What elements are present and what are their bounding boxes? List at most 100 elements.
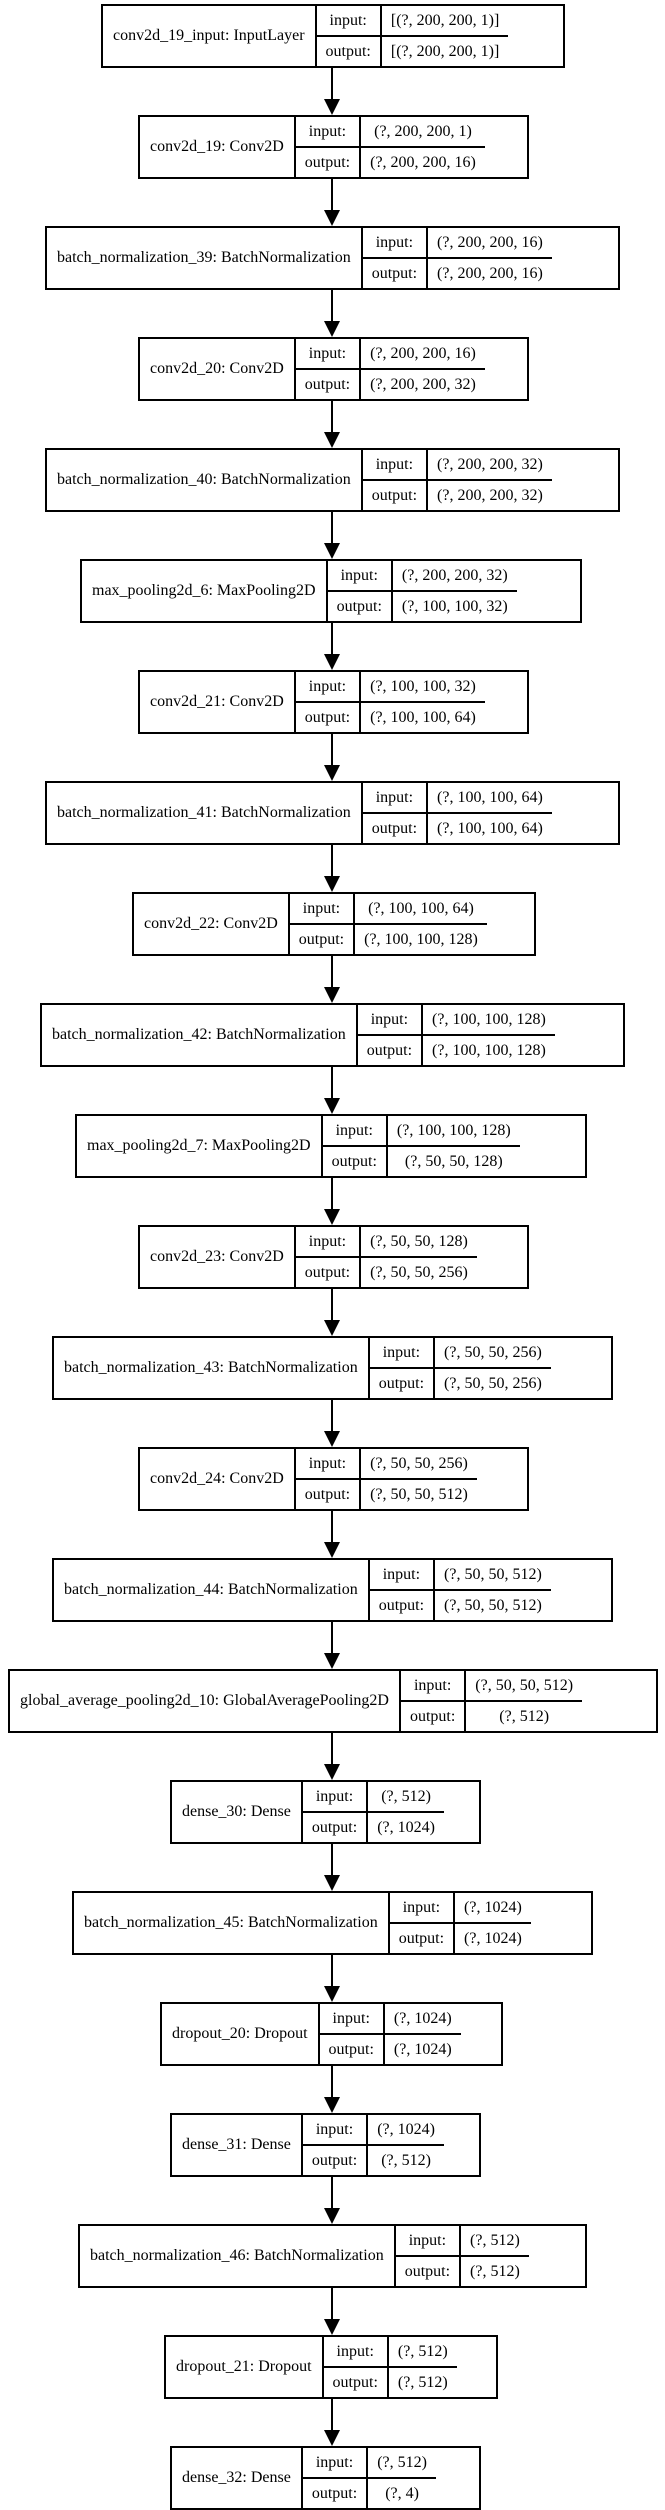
output-shape: [(?, 200, 200, 1)] xyxy=(390,42,500,60)
output-shape: (?, 50, 50, 512) xyxy=(370,1485,468,1503)
input-label: input: xyxy=(395,2226,462,2257)
layer-name: dense_30: Dense xyxy=(172,1782,303,1842)
input-shape: (?, 50, 50, 256) xyxy=(435,1338,551,1369)
output-label: output: xyxy=(320,2035,385,2064)
layer-shape-table: input:(?, 512)output:(?, 512) xyxy=(395,2226,529,2286)
layer-name: conv2d_21: Conv2D xyxy=(140,672,296,732)
input-label: input: xyxy=(302,2448,369,2479)
input-label: input: xyxy=(400,1671,467,1702)
edge-arrowhead-icon xyxy=(324,99,340,115)
output-label: output: xyxy=(358,1036,424,1065)
input-shape: [(?, 200, 200, 1)] xyxy=(381,6,509,37)
edge-arrowhead-icon xyxy=(324,321,340,337)
output-shape: (?, 1024) xyxy=(393,2040,452,2058)
input-label: input: xyxy=(362,228,429,259)
input-shape: (?, 200, 200, 1) xyxy=(361,117,485,148)
input-label: input: xyxy=(369,1338,436,1369)
layer-shape-table: input:(?, 1024)output:(?, 512) xyxy=(302,2115,444,2175)
input-label: input: xyxy=(322,1116,388,1147)
layer-name: conv2d_24: Conv2D xyxy=(140,1449,296,1509)
edge-arrowhead-icon xyxy=(324,543,340,559)
input-shape: (?, 200, 200, 32) xyxy=(392,561,517,592)
layer-name: max_pooling2d_7: MaxPooling2D xyxy=(77,1116,323,1176)
input-label: input: xyxy=(295,1449,362,1480)
output-label: output: xyxy=(296,148,362,177)
layer-name: batch_normalization_43: BatchNormalizati… xyxy=(54,1338,370,1398)
layer-name: batch_normalization_40: BatchNormalizati… xyxy=(47,450,363,510)
edge-line xyxy=(331,1733,333,1764)
output-label: output: xyxy=(303,2479,369,2508)
edge-arrowhead-icon xyxy=(324,432,340,448)
input-shape: (?, 512) xyxy=(368,2448,436,2479)
layer-shape-table: input:(?, 100, 100, 128)output:(?, 100, … xyxy=(357,1005,555,1065)
layer-shape-table: input:(?, 200, 200, 16)output:(?, 200, 2… xyxy=(362,228,552,288)
edge-line xyxy=(331,68,333,99)
input-shape: (?, 100, 100, 64) xyxy=(355,894,487,925)
input-label: input: xyxy=(362,783,429,814)
layer-shape-table: input:(?, 50, 50, 512)output:(?, 50, 50,… xyxy=(369,1560,551,1620)
output-shape: (?, 1024) xyxy=(464,1929,522,1947)
edge-line xyxy=(331,2288,333,2319)
output-shape: (?, 100, 100, 32) xyxy=(401,597,508,615)
layer-node: batch_normalization_40: BatchNormalizati… xyxy=(45,448,620,512)
layer-name: global_average_pooling2d_10: GlobalAvera… xyxy=(10,1671,401,1731)
layer-shape-table: input:(?, 200, 200, 32)output:(?, 100, 1… xyxy=(327,561,517,621)
edge-line xyxy=(331,2177,333,2208)
layer-name: dense_32: Dense xyxy=(172,2448,303,2508)
edge-line xyxy=(331,290,333,321)
layer-name: dropout_20: Dropout xyxy=(162,2004,320,2064)
layer-name: batch_normalization_41: BatchNormalizati… xyxy=(47,783,363,843)
input-shape: (?, 1024) xyxy=(384,2004,461,2035)
layer-name: conv2d_22: Conv2D xyxy=(134,894,290,954)
edge-line xyxy=(331,2066,333,2097)
input-shape: (?, 512) xyxy=(388,2337,457,2368)
output-shape: (?, 100, 100, 128) xyxy=(432,1041,546,1059)
input-label: input: xyxy=(316,6,382,37)
output-shape: (?, 50, 50, 256) xyxy=(444,1374,542,1392)
input-shape: (?, 50, 50, 256) xyxy=(361,1449,477,1480)
output-shape: (?, 512) xyxy=(499,1707,550,1725)
layer-shape-table: input:(?, 100, 100, 64)output:(?, 100, 1… xyxy=(362,783,552,843)
input-label: input: xyxy=(289,894,356,925)
layer-shape-table: input:(?, 100, 100, 64)output:(?, 100, 1… xyxy=(289,894,487,954)
layer-node: batch_normalization_43: BatchNormalizati… xyxy=(52,1336,613,1400)
input-label: input: xyxy=(295,117,362,148)
layer-shape-table: input:(?, 50, 50, 256)output:(?, 50, 50,… xyxy=(369,1338,551,1398)
layer-shape-table: input:[(?, 200, 200, 1)]output:[(?, 200,… xyxy=(316,6,509,66)
output-label: output: xyxy=(370,1369,436,1398)
edge-line xyxy=(331,1067,333,1098)
output-label: output: xyxy=(328,592,393,621)
edge-arrowhead-icon xyxy=(324,876,340,892)
input-label: input: xyxy=(389,1893,456,1924)
output-shape: (?, 100, 100, 64) xyxy=(370,708,476,726)
output-shape: (?, 1024) xyxy=(377,1818,435,1836)
edge-arrowhead-icon xyxy=(324,1209,340,1225)
output-shape: (?, 50, 50, 128) xyxy=(404,1152,503,1170)
output-shape: (?, 512) xyxy=(381,2151,431,2169)
edge-arrowhead-icon xyxy=(324,987,340,1003)
output-shape: (?, 200, 200, 32) xyxy=(370,375,476,393)
layer-node: global_average_pooling2d_10: GlobalAvera… xyxy=(8,1669,658,1733)
edge-line xyxy=(331,623,333,654)
edge-line xyxy=(331,2399,333,2430)
output-label: output: xyxy=(363,259,429,288)
edge-line xyxy=(331,401,333,432)
output-label: output: xyxy=(390,1924,456,1953)
output-label: output: xyxy=(324,2368,389,2397)
edge-line xyxy=(331,1955,333,1986)
input-shape: (?, 1024) xyxy=(455,1893,531,1924)
edge-arrowhead-icon xyxy=(324,2097,340,2113)
layer-shape-table: input:(?, 512)output:(?, 512) xyxy=(323,2337,457,2397)
layer-name: dense_31: Dense xyxy=(172,2115,303,2175)
input-label: input: xyxy=(295,339,362,370)
layer-node: batch_normalization_46: BatchNormalizati… xyxy=(78,2224,587,2288)
edge-arrowhead-icon xyxy=(324,1542,340,1558)
edge-arrowhead-icon xyxy=(324,1764,340,1780)
